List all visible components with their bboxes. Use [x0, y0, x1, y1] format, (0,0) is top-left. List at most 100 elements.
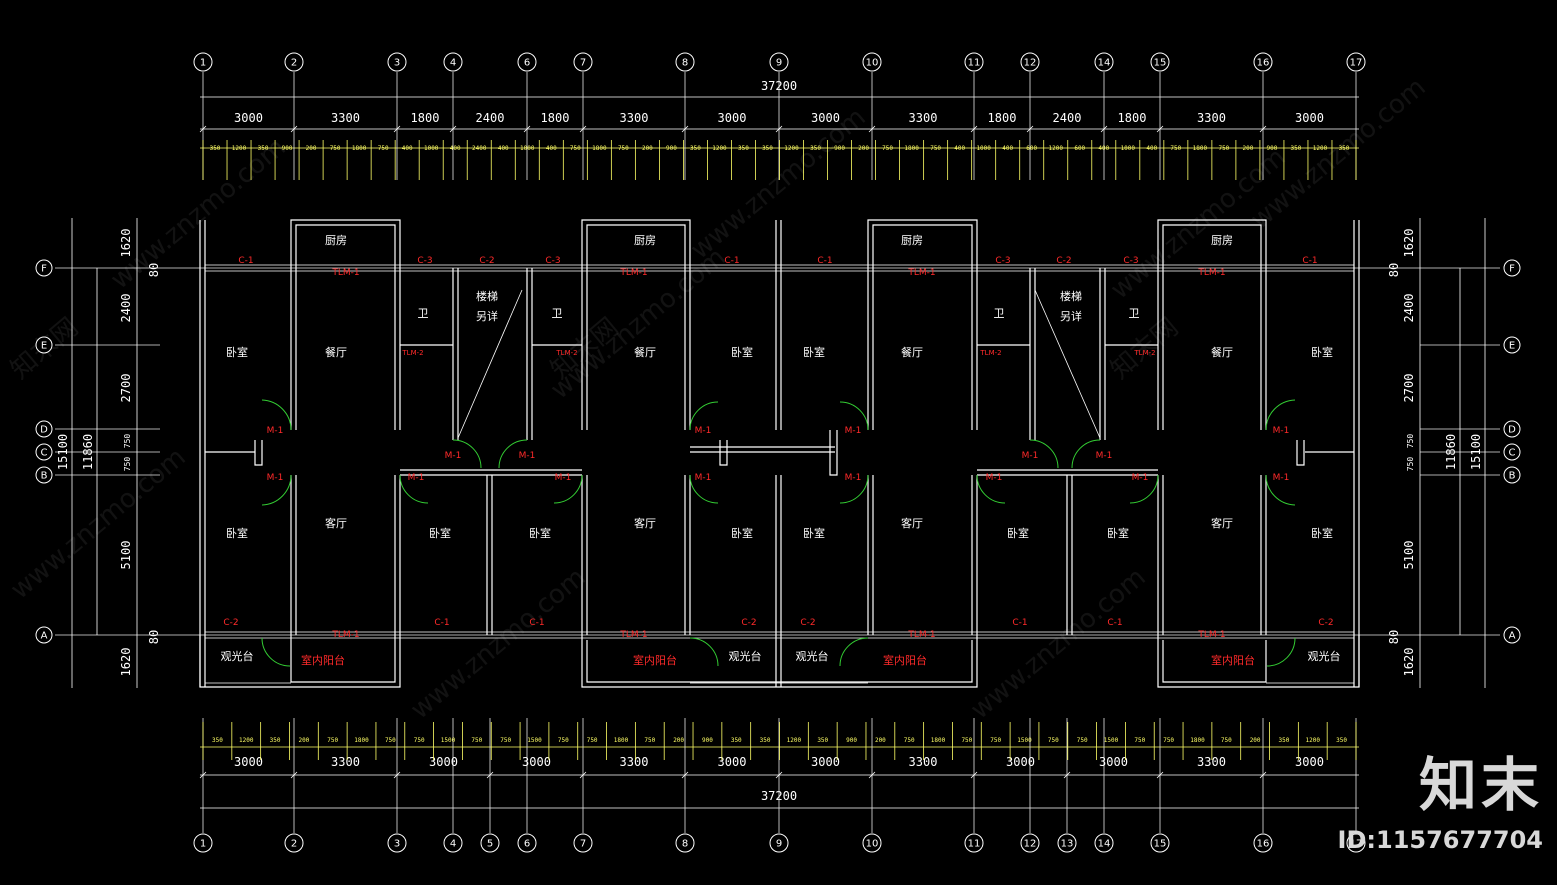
top-sub-dimension: 350 [210, 145, 221, 152]
top-dimension-tick [290, 125, 298, 133]
tag-door-m1: M-1 [695, 426, 712, 436]
tag-sliding-door-2: TLM-2 [555, 349, 577, 357]
tag-sliding-door: TLM-1 [619, 268, 647, 278]
room-kitchen: 厨房 [901, 234, 923, 247]
bottom-dimension-tick [775, 771, 783, 779]
top-sub-dimension: 750 [1218, 145, 1229, 152]
tag-window-c3: C-3 [1123, 256, 1138, 266]
top-dimension-tick [868, 125, 876, 133]
room-bedroom: 卧室 [731, 345, 753, 359]
top-sub-dimension: 900 [666, 145, 677, 152]
dim-5100-left: 5100 [119, 541, 133, 570]
top-sub-dimension: 1800 [592, 145, 607, 152]
bottom-sub-dimension: 750 [500, 737, 511, 744]
top-sub-dimension: 750 [1170, 145, 1181, 152]
bottom-sub-dimension: 1800 [931, 737, 946, 744]
bottom-sub-dimension: 900 [702, 737, 713, 744]
tag-window-c1: C-1 [1302, 256, 1317, 266]
top-sub-dimension: 1800 [1193, 145, 1208, 152]
room-labels: 厨房 厨房 厨房 厨房 餐厅 餐厅 餐厅 餐厅 卧室 卧室 卧室 卧室 卧室 卧… [221, 234, 1341, 667]
top-sub-dimension: 900 [834, 145, 845, 152]
bottom-bay-dimension: 3300 [909, 755, 938, 769]
top-sub-dimension: 400 [1146, 145, 1157, 152]
bottom-axis-label: 17 [1350, 839, 1363, 850]
bottom-dimension-tick [681, 771, 689, 779]
top-axis-label: 8 [682, 58, 688, 69]
bottom-sub-dimension: 750 [990, 737, 1001, 744]
top-sub-dimension: 350 [1339, 145, 1350, 152]
bottom-axis-label: 9 [776, 839, 782, 850]
bottom-axis-bubble [1253, 833, 1273, 853]
top-sub-dimension: 400 [1002, 145, 1013, 152]
tag-door-m1: M-1 [1022, 451, 1039, 461]
room-dining: 餐厅 [325, 345, 347, 359]
tag-window-c1: C-1 [724, 256, 739, 266]
top-axis-bubble [1020, 52, 1040, 72]
room-toilet: 卫 [552, 307, 563, 320]
top-sub-dimension: 750 [570, 145, 581, 152]
bottom-dimension-tick [970, 771, 978, 779]
bottom-axis-label: 11 [968, 839, 981, 850]
bottom-bay-dimension: 3000 [1099, 755, 1128, 769]
side-axis-label: F [1509, 264, 1515, 275]
top-axis-bubble [517, 52, 537, 72]
top-sub-dimension: 200 [858, 145, 869, 152]
side-dimension-block: 11860 15100 11860 15100 1620 80 2400 270… [56, 218, 1486, 688]
building-walls [199, 219, 1360, 688]
bottom-axis-label: 3 [394, 839, 400, 850]
bottom-axis-label: 12 [1024, 839, 1037, 850]
bottom-bay-dimension: 3300 [331, 755, 360, 769]
bottom-sub-dimension: 200 [875, 737, 886, 744]
room-bedroom: 卧室 [731, 526, 753, 540]
bottom-axis-label: 6 [524, 839, 530, 850]
dim-80-top-right: 80 [1387, 263, 1401, 277]
top-axis-bubble [193, 52, 213, 72]
top-dimension-tick [970, 125, 978, 133]
tag-sliding-door: TLM-1 [907, 268, 935, 278]
tag-sliding-door-2: TLM-2 [401, 349, 423, 357]
top-bay-dimension: 3000 [811, 111, 840, 125]
room-stair: 楼梯 [1060, 289, 1082, 303]
top-dimension-tick [523, 125, 531, 133]
bottom-bay-dimension: 3300 [1197, 755, 1226, 769]
bottom-axis-label: 4 [450, 839, 456, 850]
bottom-dimension-tick [486, 771, 494, 779]
top-axis-bubble [1150, 52, 1170, 72]
bottom-sub-dimension: 1500 [1017, 737, 1032, 744]
bottom-sub-dimension: 200 [673, 737, 684, 744]
top-axis-label: 7 [580, 58, 586, 69]
bottom-sub-dimension: 750 [961, 737, 972, 744]
bottom-sub-dimension: 200 [298, 737, 309, 744]
room-kitchen: 厨房 [1211, 234, 1233, 247]
tag-door-m1: M-1 [1273, 426, 1290, 436]
top-axis-label: 14 [1098, 58, 1111, 69]
bottom-sub-dimension: 350 [817, 737, 828, 744]
bottom-bay-dimension: 3000 [1006, 755, 1035, 769]
bottom-axis-bubble [284, 833, 304, 853]
tag-door-m1: M-1 [845, 426, 862, 436]
bottom-dimension-tick [199, 771, 207, 779]
side-axis-label: A [41, 631, 48, 642]
bottom-axis-label: 1 [200, 839, 206, 850]
bottom-axis-label: 5 [487, 839, 493, 850]
bottom-sub-dimension: 900 [846, 737, 857, 744]
bottom-sub-dimension: 1200 [239, 737, 254, 744]
depth-total-left: 11860 [81, 434, 95, 470]
top-sub-dimension: 400 [402, 145, 413, 152]
top-sub-dimension: 750 [930, 145, 941, 152]
dim-5100-right: 5100 [1402, 541, 1416, 570]
room-bedroom: 卧室 [1311, 345, 1333, 359]
bottom-sub-dimension: 750 [471, 737, 482, 744]
top-axis-label: 12 [1024, 58, 1037, 69]
bottom-sub-dimension: 750 [1134, 737, 1145, 744]
top-sub-dimension: 600 [1026, 145, 1037, 152]
tag-window-c1: C-1 [529, 618, 544, 628]
bottom-axis-bubble [1346, 833, 1366, 853]
dim-80-bottom-right: 80 [1387, 630, 1401, 644]
room-living: 客厅 [634, 516, 656, 530]
top-axis-bubble [387, 52, 407, 72]
top-sub-dimension: 1800 [904, 145, 919, 152]
top-sub-dimension: 350 [738, 145, 749, 152]
